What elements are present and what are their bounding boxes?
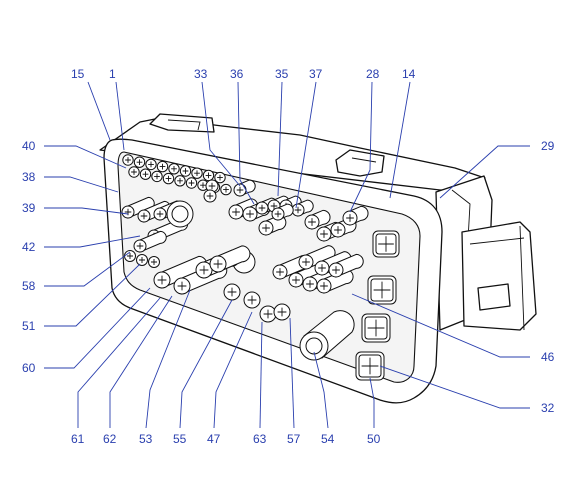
- small-terminal-pin: [136, 254, 148, 266]
- leader-line-53: [145, 289, 191, 429]
- label-42: 42: [22, 240, 36, 254]
- label-53: 53: [139, 432, 153, 446]
- tube-terminal-pin: [209, 245, 251, 273]
- leader-line-37: [295, 81, 317, 209]
- small-terminal-pin: [122, 154, 134, 166]
- leader-line-40: [44, 145, 127, 169]
- leader-line-63: [259, 321, 263, 429]
- leader-lines: [44, 81, 530, 429]
- leader-line-61: [77, 297, 161, 428]
- small-terminal-pin: [259, 305, 277, 323]
- tube-terminal-pin: [271, 203, 294, 221]
- small-terminal-pin: [151, 170, 163, 183]
- leader-line-14: [389, 81, 411, 199]
- label-39: 39: [22, 201, 36, 215]
- label-37: 37: [309, 67, 323, 81]
- small-terminal-pin: [202, 169, 215, 182]
- small-terminal-pin: [203, 189, 217, 203]
- tube-terminal-pin: [304, 209, 331, 230]
- small-terminal-pin: [139, 168, 152, 180]
- leader-line-46: [351, 293, 530, 358]
- small-terminal-pin: [185, 177, 198, 189]
- leader-line-47: [213, 311, 253, 429]
- small-terminal-pin: [243, 291, 261, 309]
- leader-line-51: [44, 263, 141, 327]
- small-terminal-pin: [148, 256, 160, 268]
- small-terminal-pin: [179, 165, 192, 177]
- number-labels: 15 1 33 36 35 37 28 14 29 40 38 39 42 58…: [22, 67, 555, 446]
- label-33: 33: [194, 67, 208, 81]
- power-terminal-socket: [372, 230, 400, 258]
- leader-line-39: [44, 207, 129, 215]
- leader-line-36: [237, 81, 255, 205]
- label-50: 50: [367, 432, 381, 446]
- small-terminal-pin: [128, 166, 140, 178]
- small-terminal-pin: [220, 183, 232, 196]
- label-51: 51: [22, 319, 36, 333]
- tube-terminal-pin: [133, 230, 167, 253]
- label-40: 40: [22, 139, 36, 153]
- center-post: [166, 200, 194, 228]
- leader-line-58: [44, 251, 131, 287]
- leader-line-1: [115, 81, 125, 151]
- label-15: 15: [71, 67, 85, 81]
- small-terminal-pin: [174, 175, 186, 187]
- tube-terminal-pin: [291, 199, 314, 217]
- power-terminal-socket: [355, 351, 385, 381]
- small-terminal-pin: [145, 158, 157, 171]
- label-36: 36: [230, 67, 244, 81]
- tube-terminal-pin: [328, 253, 364, 278]
- leader-line-32: [379, 365, 530, 409]
- small-terminal-pin: [223, 283, 241, 301]
- leader-line-57: [289, 317, 295, 429]
- label-1: 1: [109, 67, 116, 81]
- small-terminal-pin: [168, 163, 180, 175]
- small-terminal-pin: [214, 171, 226, 184]
- label-32: 32: [541, 401, 555, 415]
- power-terminal-socket: [361, 313, 391, 343]
- label-28: 28: [366, 67, 380, 81]
- leader-line-29: [439, 145, 530, 199]
- leader-line-15: [87, 81, 111, 141]
- label-46: 46: [541, 350, 555, 364]
- small-terminal-pin: [133, 156, 146, 168]
- tube-terminal-pin: [233, 179, 256, 197]
- label-58: 58: [22, 279, 36, 293]
- leader-line-62: [109, 295, 173, 428]
- large-round-socket: [299, 310, 355, 361]
- label-54: 54: [321, 432, 335, 446]
- leader-line-60: [44, 287, 151, 369]
- leader-line-28: [349, 81, 373, 213]
- leader-line-42: [44, 235, 141, 248]
- small-terminal-pin: [273, 303, 291, 321]
- label-60: 60: [22, 361, 36, 375]
- label-14: 14: [402, 67, 416, 81]
- label-63: 63: [253, 432, 267, 446]
- leader-line-33: [201, 81, 241, 187]
- leader-line-50: [369, 377, 375, 428]
- power-terminal-socket: [367, 275, 397, 305]
- small-terminal-pin: [191, 167, 203, 179]
- leader-line-38: [44, 176, 119, 193]
- leader-line-55: [179, 299, 233, 429]
- label-35: 35: [275, 67, 289, 81]
- leader-line-35: [277, 81, 283, 197]
- label-61: 61: [71, 432, 85, 446]
- label-55: 55: [173, 432, 187, 446]
- small-terminal-pin: [124, 250, 136, 262]
- label-47: 47: [207, 432, 221, 446]
- label-29: 29: [541, 139, 555, 153]
- label-57: 57: [287, 432, 301, 446]
- leader-line-54: [313, 351, 329, 429]
- small-terminal-pin: [156, 160, 169, 173]
- small-terminal-pin: [205, 179, 219, 193]
- label-38: 38: [22, 170, 36, 184]
- tube-terminal-pin: [342, 205, 369, 226]
- label-62: 62: [103, 432, 117, 446]
- small-terminal-pin: [162, 172, 175, 185]
